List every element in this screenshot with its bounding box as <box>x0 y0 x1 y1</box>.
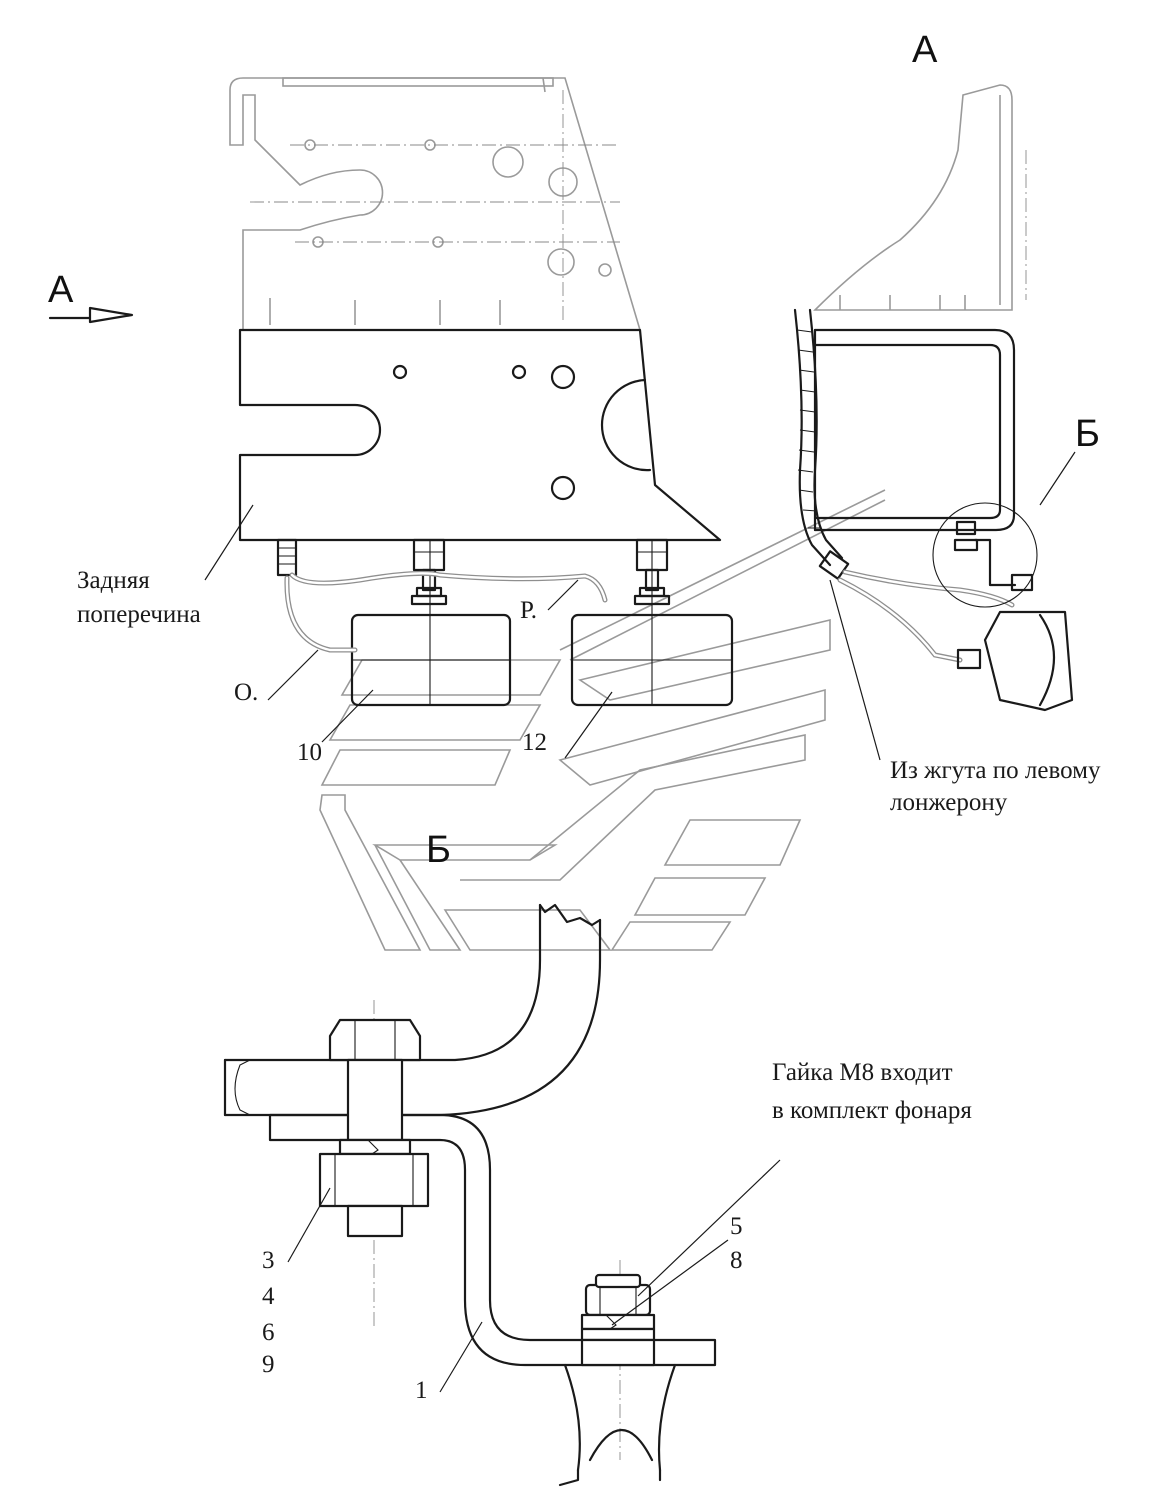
position-9: 9 <box>262 1351 275 1378</box>
view-a-arrow-label: А <box>48 269 74 311</box>
view-a-title: А <box>912 29 938 71</box>
position-4: 4 <box>262 1283 275 1310</box>
position-12: 12 <box>522 729 547 756</box>
frame-bracket <box>229 77 642 331</box>
rear-crossmember <box>238 328 722 542</box>
position-3: 3 <box>262 1247 275 1274</box>
wiring <box>276 538 608 653</box>
view-a <box>793 84 1074 712</box>
rear-crossmember-label-line1: Задняя <box>77 567 150 594</box>
harness-label-line2: лонжерону <box>890 789 1008 816</box>
harness-label-line1: Из жгута по левому <box>890 757 1101 784</box>
wire-p-label: Р. <box>520 597 537 624</box>
rear-crossmember-label-line2: поперечина <box>77 601 201 628</box>
nut-note-line2: в комплект фонаря <box>772 1097 972 1124</box>
detail-b-title: Б <box>426 829 451 871</box>
lamp-left <box>350 538 512 707</box>
background-stripes <box>319 489 886 951</box>
detail-b <box>223 903 717 1487</box>
position-5: 5 <box>730 1213 743 1240</box>
nut-note-line1: Гайка М8 входит <box>772 1059 953 1086</box>
detail-b-callout: Б <box>1075 413 1100 455</box>
position-1: 1 <box>415 1377 428 1404</box>
wire-o-label: О. <box>234 679 258 706</box>
labels: А А Б Б Задняя поперечина О. Р. Из жгута… <box>48 29 1101 1404</box>
lamp-right <box>570 538 734 707</box>
position-6: 6 <box>262 1319 275 1346</box>
position-8: 8 <box>730 1247 743 1274</box>
leader-lines <box>48 306 1076 1393</box>
position-10: 10 <box>297 739 322 766</box>
